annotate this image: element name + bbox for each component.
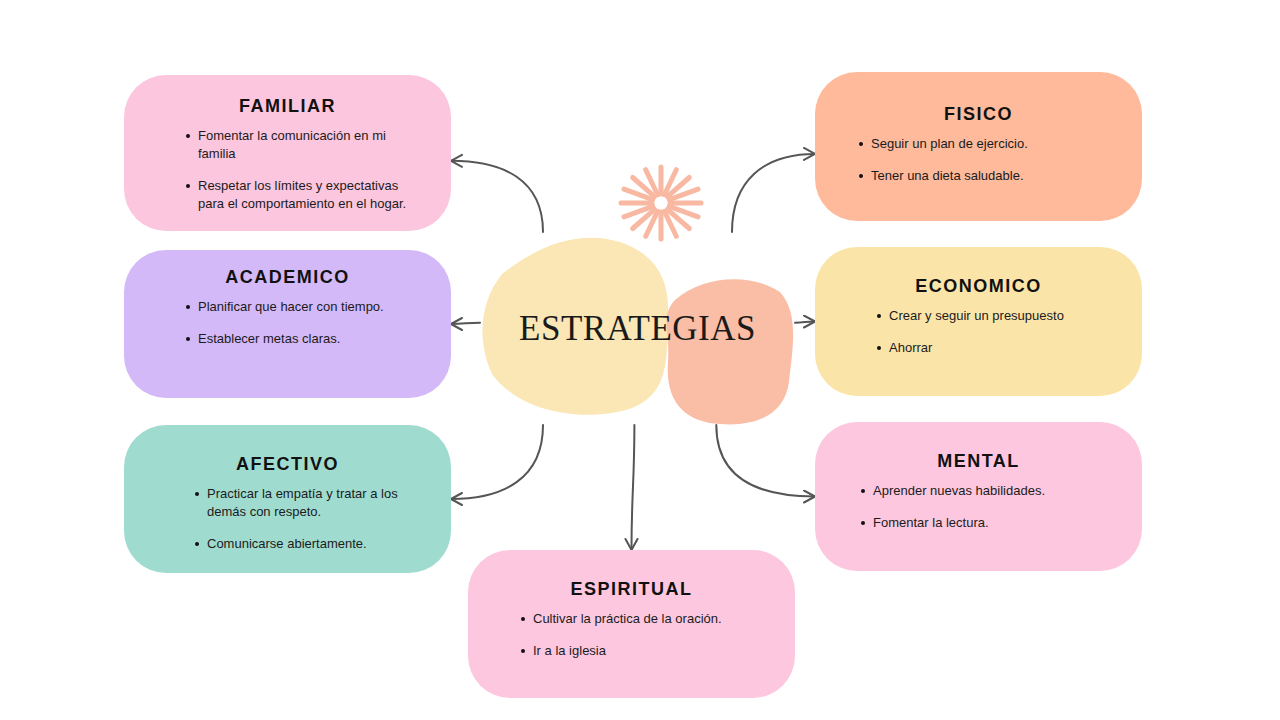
bullet-text: Planificar que hacer con tiempo. (198, 298, 384, 316)
sunburst-ray (670, 201, 701, 206)
bullet-item: Establecer metas claras. (186, 330, 411, 348)
central-title: ESTRATEGIAS (519, 309, 756, 349)
sunburst-ray (664, 211, 676, 236)
bullet-item: Crear y seguir un presupuesto (877, 307, 1102, 325)
bullet-item: Ir a la iglesia (521, 642, 755, 660)
curved-arrow (795, 322, 815, 323)
category-box: AFECTIVO Practicar la empatía y tratar a … (124, 425, 451, 573)
category-box: ACADEMICO Planificar que hacer con tiempo… (124, 250, 451, 398)
bullet-dot (877, 346, 881, 350)
bullet-text: Ir a la iglesia (533, 642, 606, 660)
curved-arrow (451, 161, 543, 232)
bullet-item: Tener una dieta saludable. (859, 167, 1102, 185)
bullet-item: Ahorrar (877, 339, 1102, 357)
bullet-text: Aprender nuevas habilidades. (873, 482, 1045, 500)
sunburst-ray (646, 170, 658, 195)
bullet-text: Cultivar la práctica de la oración. (533, 610, 722, 628)
box-heading: ECONOMICO (855, 275, 1102, 297)
box-heading: AFECTIVO (164, 453, 411, 475)
bullet-text: Tener una dieta saludable. (871, 167, 1024, 185)
box-heading: MENTAL (855, 450, 1102, 472)
bullet-dot (195, 542, 199, 546)
bullet-dot (861, 489, 865, 493)
bullet-dot (186, 337, 190, 341)
category-box: ESPIRITUAL Cultivar la práctica de la ora… (468, 550, 795, 698)
bullet-dot (186, 184, 190, 188)
bullet-text: Respetar los límites y expectativas para… (198, 177, 411, 213)
category-box: ECONOMICO Crear y seguir un presupuestoAh… (815, 247, 1142, 396)
bullet-item: Planificar que hacer con tiempo. (186, 298, 411, 316)
box-heading: FISICO (855, 103, 1102, 125)
box-heading: ACADEMICO (164, 266, 411, 288)
bullet-dot (195, 492, 199, 496)
bullet-dot (877, 314, 881, 318)
bullet-text: Crear y seguir un presupuesto (889, 307, 1064, 325)
bullet-dot (861, 521, 865, 525)
bullet-text: Practicar la empatía y tratar a los demá… (207, 485, 411, 521)
bullet-item: Fomentar la lectura. (861, 514, 1102, 532)
central-blob: ESTRATEGIAS (480, 232, 795, 425)
category-box: MENTAL Aprender nuevas habilidades. Foment… (815, 422, 1142, 571)
box-heading: FAMILIAR (164, 95, 411, 117)
bullet-text: Establecer metas claras. (198, 330, 340, 348)
bullet-item: Fomentar la comunicación en mi familia (186, 127, 411, 163)
sunburst-ray (624, 206, 653, 216)
bullet-dot (859, 142, 863, 146)
sunburst-ray (669, 189, 698, 199)
bullet-dot (521, 617, 525, 621)
bullet-item: Practicar la empatía y tratar a los demá… (195, 485, 411, 521)
bullet-item: Cultivar la práctica de la oración. (521, 610, 755, 628)
bullet-item: Comunicarse abiertamente. (195, 535, 411, 553)
curved-arrow (632, 425, 635, 550)
sunburst-ray (621, 201, 652, 206)
sunburst-symbol (621, 167, 701, 239)
curved-arrow (716, 425, 815, 497)
blob-peach (667, 279, 794, 424)
category-box: FAMILIAR Fomentar la comunicación en mi f… (124, 75, 451, 231)
bullet-text: Seguir un plan de ejercicio. (871, 135, 1028, 153)
box-heading: ESPIRITUAL (508, 578, 755, 600)
sunburst-ray (659, 167, 664, 194)
category-box: FISICO Seguir un plan de ejercicio. Tener … (815, 72, 1142, 221)
bullet-dot (521, 649, 525, 653)
bullet-text: Fomentar la lectura. (873, 514, 989, 532)
sunburst-ray (659, 212, 664, 239)
bullet-item: Respetar los límites y expectativas para… (186, 177, 411, 213)
curved-arrow (451, 323, 480, 324)
curved-arrow (732, 154, 815, 232)
bullet-text: Comunicarse abiertamente. (207, 535, 367, 553)
bullet-text: Fomentar la comunicación en mi familia (198, 127, 411, 163)
bullet-dot (186, 305, 190, 309)
bullet-dot (186, 134, 190, 138)
curved-arrow (451, 425, 543, 499)
bullet-item: Seguir un plan de ejercicio. (859, 135, 1102, 153)
bullet-text: Ahorrar (889, 339, 932, 357)
bullet-dot (859, 174, 863, 178)
bullet-item: Aprender nuevas habilidades. (861, 482, 1102, 500)
